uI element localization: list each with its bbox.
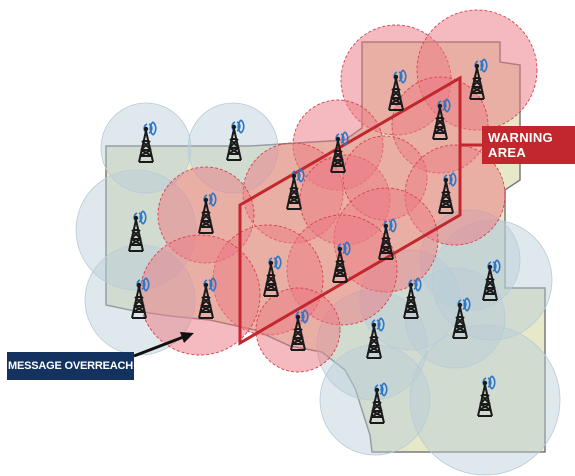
warning-area-label-line2: AREA [488, 145, 527, 160]
arrow-icon [133, 332, 194, 358]
warning-area-label: WARNING AREA [482, 126, 575, 164]
warning-area-label-line1: WARNING [488, 130, 553, 145]
warning-area-polygon [238, 75, 462, 346]
message-overreach-label: MESSAGE OVERREACH [7, 352, 134, 380]
